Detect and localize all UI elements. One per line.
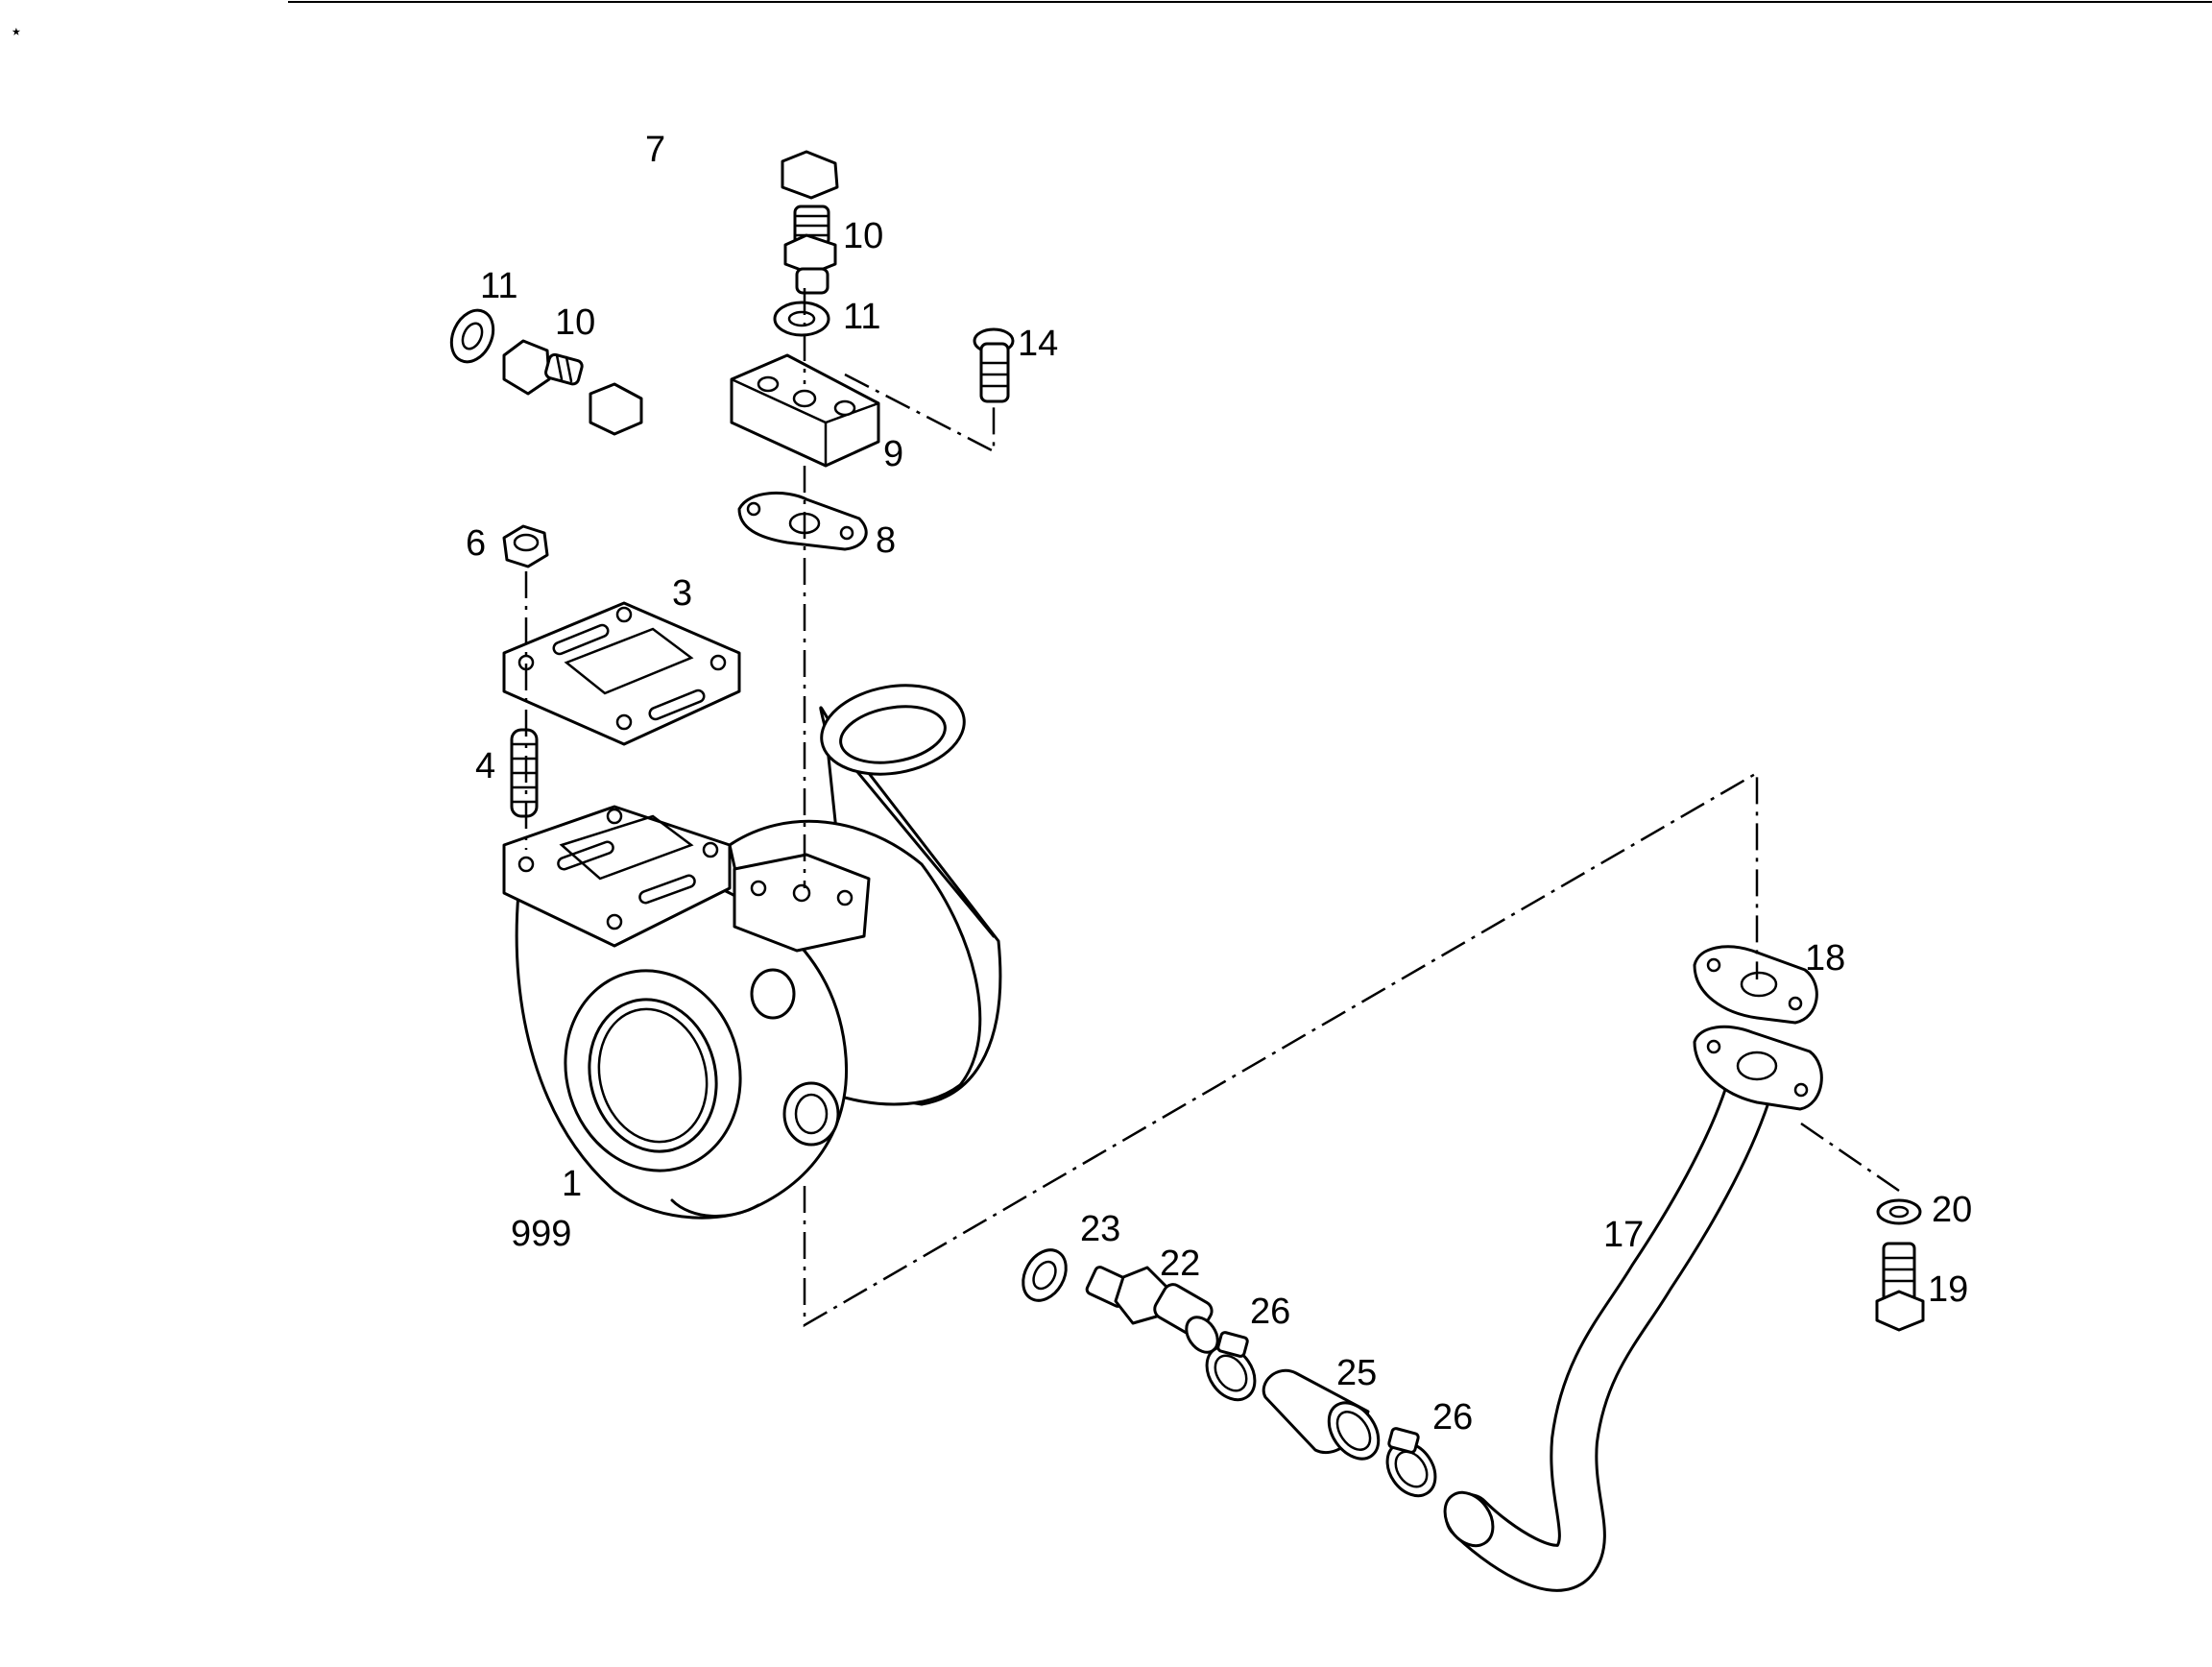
nut-part-6 [502, 524, 549, 568]
bolt-part-19 [1875, 1242, 1925, 1332]
callout-10-upper: 10 [843, 216, 883, 256]
callout-11-left: 11 [480, 266, 517, 306]
washer-part-11-upper [773, 301, 830, 337]
gasket-part-18 [1693, 945, 1818, 1025]
callout-25: 25 [1336, 1353, 1377, 1393]
callout-11-upper: 11 [843, 297, 880, 337]
callout-6: 6 [466, 523, 486, 564]
callout-20: 20 [1932, 1190, 1972, 1230]
turbocharger-body [502, 684, 1002, 1220]
callout-14: 14 [1018, 324, 1058, 364]
fitting-part-10-upper [783, 205, 837, 295]
flange-block-part-9 [730, 353, 880, 468]
callout-9: 9 [883, 434, 903, 474]
bolt-part-14 [973, 327, 1015, 403]
callout-18: 18 [1805, 938, 1845, 978]
corner-mark: ⋆ [10, 19, 23, 43]
gasket-part-8 [737, 491, 868, 551]
callout-999: 999 [511, 1214, 571, 1254]
hose-part-25 [1262, 1368, 1381, 1461]
hose-clamp-part-26-right [1385, 1427, 1437, 1498]
callout-8: 8 [876, 520, 896, 561]
fitting-part-10-left [502, 339, 584, 396]
oil-line-part-7 [589, 53, 839, 436]
callout-19: 19 [1928, 1269, 1968, 1310]
callout-1: 1 [562, 1164, 582, 1204]
stud-part-4 [510, 728, 539, 818]
sealing-ring-part-23 [1022, 1248, 1068, 1302]
callout-labels: 1 999 3 4 6 7 8 9 10 10 11 11 14 17 18 1… [466, 130, 1972, 1437]
gasket-part-3 [502, 601, 741, 746]
callout-22: 22 [1160, 1244, 1200, 1284]
washer-part-11-left [449, 308, 495, 364]
callout-26-left: 26 [1250, 1292, 1290, 1332]
callout-23: 23 [1080, 1209, 1120, 1249]
callout-7: 7 [645, 130, 665, 170]
callout-17: 17 [1603, 1215, 1644, 1255]
callout-4: 4 [475, 746, 495, 786]
callout-3: 3 [672, 573, 692, 614]
washer-part-20 [1876, 1198, 1922, 1225]
adapter-part-22 [1085, 1266, 1219, 1354]
callout-10-left: 10 [555, 302, 595, 343]
callout-26-right: 26 [1432, 1397, 1473, 1437]
assembly-centerlines [524, 288, 1900, 1328]
hose-clamp-part-26-left [1205, 1331, 1257, 1402]
oil-return-pipe-part-17 [1443, 1025, 1823, 1592]
